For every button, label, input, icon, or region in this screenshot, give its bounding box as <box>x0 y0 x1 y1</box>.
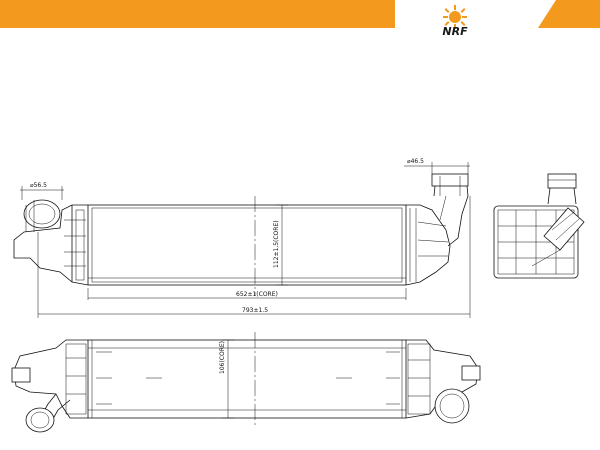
nrf-logo: NRF <box>442 5 468 38</box>
orange-header-band <box>0 0 395 28</box>
inlet-diameter-label: ⌀56.5 <box>30 182 47 189</box>
side-view <box>493 173 585 279</box>
logo-text: NRF <box>442 25 468 38</box>
core-depth-label: 106(CORE) <box>219 341 226 374</box>
front-view: ⌀56.5 ⌀46.5 112±1,5(CORE <box>13 158 471 318</box>
outlet-diameter-label: ⌀46.5 <box>407 158 424 165</box>
core-length-label: 652±1(CORE) <box>236 291 278 298</box>
overall-length-label: 793±1.5 <box>242 307 268 314</box>
top-view: 106(CORE) <box>11 332 481 433</box>
core-height-label: 112±1,5(CORE) <box>273 220 280 268</box>
orange-corner-wedge <box>538 0 600 28</box>
